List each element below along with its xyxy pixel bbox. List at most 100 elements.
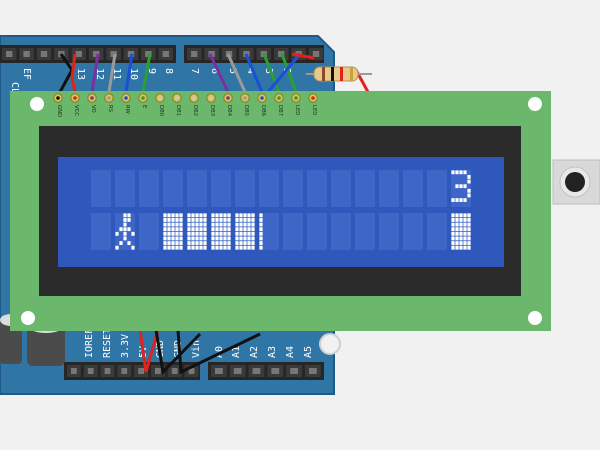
lcd-pixel bbox=[167, 236, 171, 241]
lcd-cell-background bbox=[235, 213, 255, 250]
lcd-pixel bbox=[467, 175, 471, 179]
lcd-cell bbox=[427, 170, 447, 207]
lcd-pixel bbox=[191, 241, 195, 245]
lcd-pixel bbox=[463, 241, 467, 245]
wire-e bbox=[141, 53, 152, 93]
label-pin-11: 11 bbox=[111, 68, 122, 80]
lcd-pixel bbox=[187, 222, 191, 227]
lcd-mounting-hole bbox=[30, 97, 44, 111]
arduino-header-pin-hole bbox=[71, 368, 77, 374]
lcd-pixel bbox=[127, 241, 131, 245]
arduino-header-pin-hole bbox=[233, 368, 242, 374]
lcd-pixel bbox=[187, 245, 191, 250]
lcd-pixel bbox=[171, 213, 175, 218]
lcd-cell-background bbox=[451, 170, 471, 207]
lcd-pixel bbox=[199, 236, 203, 241]
arduino-header-pin-hole bbox=[290, 368, 298, 374]
wire-db6 bbox=[244, 53, 264, 93]
lcd-pin-wire-end bbox=[107, 96, 111, 100]
lcd-cell-background bbox=[331, 170, 351, 207]
lcd-pixel bbox=[163, 245, 167, 250]
lcd-cell bbox=[115, 213, 135, 250]
lcd-pixel bbox=[187, 213, 191, 218]
lcd-pixel bbox=[455, 231, 459, 236]
lcd-pixel bbox=[455, 170, 459, 175]
lcd-pixel bbox=[171, 222, 175, 227]
resistor bbox=[306, 66, 372, 82]
lcd-pixel bbox=[467, 227, 471, 232]
lcd-pixel bbox=[259, 236, 263, 241]
lcd-pixel bbox=[451, 198, 455, 202]
lcd-pixel bbox=[163, 231, 167, 236]
lcd-pixel bbox=[247, 241, 251, 245]
label-a1: A1 bbox=[231, 346, 242, 358]
lcd-cell-background bbox=[307, 170, 327, 207]
lcd-cell-background bbox=[187, 170, 207, 207]
lcd-cell bbox=[139, 213, 159, 250]
lcd-pixel bbox=[187, 231, 191, 236]
lcd-pixel bbox=[459, 198, 463, 202]
potentiometer[interactable] bbox=[552, 159, 600, 205]
lcd-pixel bbox=[451, 236, 455, 241]
lcd-pixel bbox=[235, 218, 239, 222]
lcd-pixel bbox=[455, 213, 459, 218]
lcd-pin-label-db5: DB5 bbox=[243, 105, 249, 116]
lcd-pixel bbox=[227, 227, 231, 232]
lcd-mounting-hole bbox=[528, 311, 542, 325]
arduino-header-pin-hole bbox=[121, 368, 128, 374]
lcd-pixel bbox=[219, 227, 223, 232]
lcd-cell bbox=[403, 213, 423, 250]
arduino-header-pin-hole bbox=[75, 51, 82, 57]
lcd-pixel bbox=[215, 222, 219, 227]
arduino-header-pin-hole bbox=[252, 368, 261, 374]
lcd-cell bbox=[451, 170, 471, 207]
lcd-pixel bbox=[459, 231, 463, 236]
lcd-pixel bbox=[195, 227, 199, 232]
lcd-pixel bbox=[259, 218, 263, 222]
lcd-pin-wire-end bbox=[56, 96, 60, 100]
lcd-pixel bbox=[459, 236, 463, 241]
potentiometer-knob-icon[interactable] bbox=[565, 172, 585, 192]
lcd-pixel bbox=[211, 222, 215, 227]
arduino-header-pin-hole bbox=[93, 51, 100, 57]
lcd-pixel bbox=[463, 227, 467, 232]
label-scl: CL bbox=[9, 82, 20, 94]
lcd-cell-background bbox=[139, 213, 159, 250]
lcd-cell bbox=[307, 213, 327, 250]
lcd-pixel bbox=[191, 231, 195, 236]
lcd-pixel bbox=[467, 245, 471, 250]
lcd-pixel bbox=[463, 245, 467, 250]
lcd-pixel bbox=[239, 245, 243, 250]
lcd-pixel bbox=[187, 236, 191, 241]
lcd-pixel bbox=[203, 213, 207, 218]
lcd-pixel bbox=[167, 222, 171, 227]
lcd-pixel bbox=[219, 218, 223, 222]
lcd-pixel bbox=[191, 222, 195, 227]
lcd-pixel bbox=[451, 222, 455, 227]
lcd-pin-wire-end bbox=[90, 96, 94, 100]
lcd-pixel bbox=[467, 188, 471, 193]
wire-vcc bbox=[70, 53, 77, 93]
lcd-pixel bbox=[179, 227, 183, 232]
wire-rw bbox=[124, 53, 134, 93]
lcd-pixel bbox=[215, 218, 219, 222]
lcd-pixel bbox=[163, 241, 167, 245]
lcd-pin-wire-end bbox=[73, 96, 77, 100]
lcd-pin-label-rw: RW bbox=[124, 105, 130, 114]
lcd-pixel bbox=[463, 218, 467, 222]
lcd-pixel bbox=[247, 213, 251, 218]
lcd-pixel bbox=[219, 213, 223, 218]
lcd-pin-labels: GND VCC VO RS RW E DB0 DB1 DB2 DB3 DB4 D… bbox=[56, 105, 317, 117]
wire-blue-cross bbox=[266, 53, 302, 93]
lcd-cell-background bbox=[451, 213, 471, 250]
lcd-pixel bbox=[235, 222, 239, 227]
lcd-pixel bbox=[251, 241, 255, 245]
lcd-pixel bbox=[123, 236, 127, 241]
lcd-pixel bbox=[123, 213, 127, 218]
arduino-header-pin-hole bbox=[104, 368, 111, 374]
lcd-pixel bbox=[167, 213, 171, 218]
lcd-pixel bbox=[227, 218, 231, 222]
lcd-pixel bbox=[467, 213, 471, 218]
lcd-cell bbox=[259, 213, 279, 250]
lcd-pixel bbox=[215, 241, 219, 245]
